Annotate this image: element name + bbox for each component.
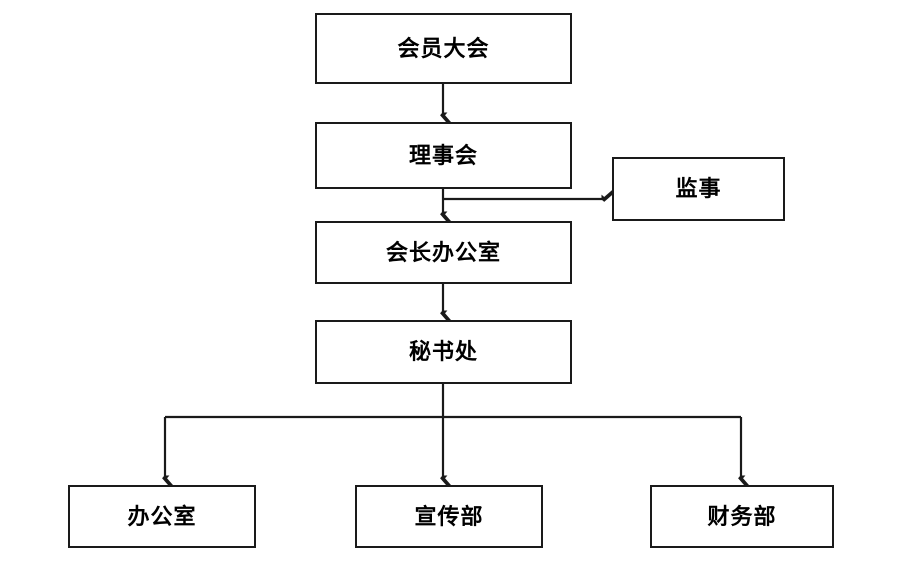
node-finance-dept[interactable]: 财务部 [650, 485, 834, 548]
node-council[interactable]: 理事会 [315, 122, 572, 189]
node-label-president-office: 会长办公室 [385, 239, 501, 265]
node-label-council: 理事会 [408, 142, 478, 168]
node-publicity-dept[interactable]: 宣传部 [355, 485, 543, 548]
node-label-secretariat: 秘书处 [408, 339, 478, 364]
node-label-supervisor: 监事 [675, 176, 722, 201]
node-supervisor[interactable]: 监事 [612, 157, 785, 221]
node-president-office[interactable]: 会长办公室 [315, 221, 572, 284]
node-label-office: 办公室 [127, 503, 197, 529]
node-label-publicity-dept: 宣传部 [414, 503, 484, 529]
node-members-assembly[interactable]: 会员大会 [315, 13, 572, 84]
node-label-members-assembly: 会员大会 [397, 35, 490, 61]
node-office[interactable]: 办公室 [68, 485, 256, 548]
node-secretariat[interactable]: 秘书处 [315, 320, 572, 384]
node-label-finance-dept: 财务部 [707, 503, 777, 529]
